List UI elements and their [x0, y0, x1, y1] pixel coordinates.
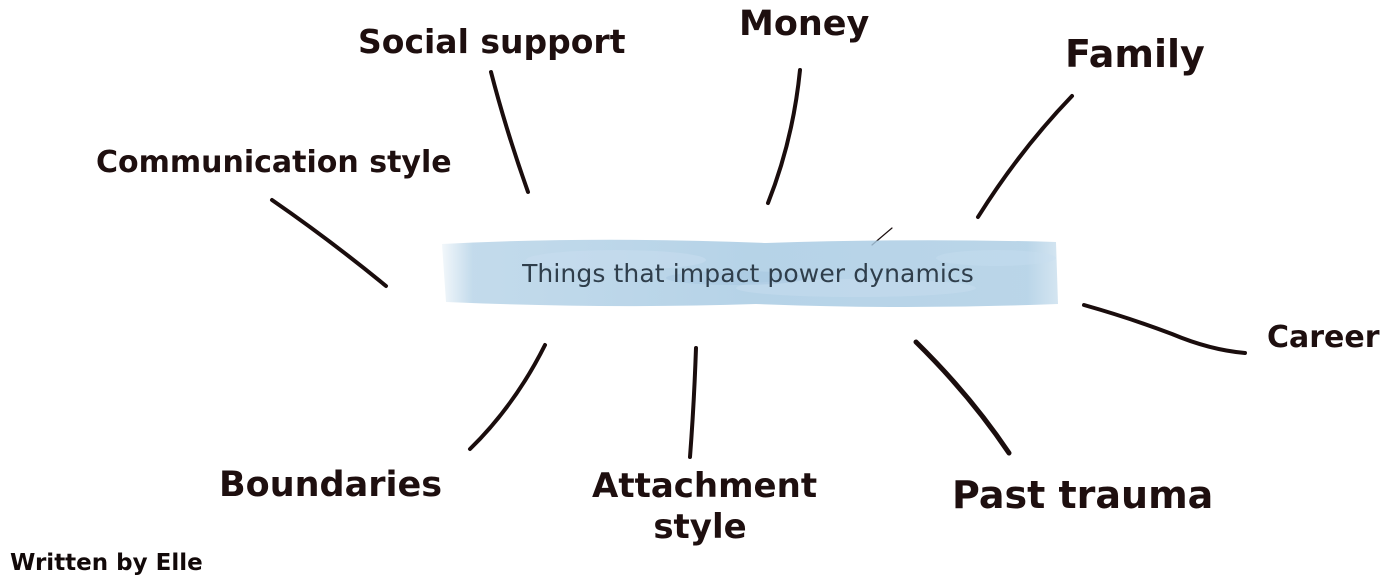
- central-topic-label: Things that impact power dynamics: [522, 258, 974, 288]
- connector-attachment-style: [688, 346, 698, 459]
- connector-social-support: [489, 70, 530, 194]
- topic-communication-style: Communication style: [96, 145, 452, 180]
- connector-career: [1082, 303, 1247, 355]
- topic-career: Career: [1267, 320, 1380, 355]
- connector-money: [766, 68, 802, 205]
- connector-communication-style: [270, 198, 388, 288]
- author-credit: Written by Elle: [10, 550, 203, 576]
- topic-social-support: Social support: [358, 22, 626, 61]
- connector-boundaries: [468, 343, 547, 451]
- connector-past-trauma: [913, 339, 1012, 456]
- central-topic: Things that impact power dynamics: [436, 238, 1060, 308]
- topic-money: Money: [739, 4, 870, 44]
- topic-family: Family: [1065, 32, 1205, 76]
- topic-boundaries: Boundaries: [219, 465, 443, 505]
- topic-past-trauma: Past trauma: [952, 473, 1214, 517]
- connector-family: [976, 94, 1074, 219]
- watercolor-band: [442, 239, 1058, 307]
- topic-attachment-style: Attachment style: [592, 466, 818, 547]
